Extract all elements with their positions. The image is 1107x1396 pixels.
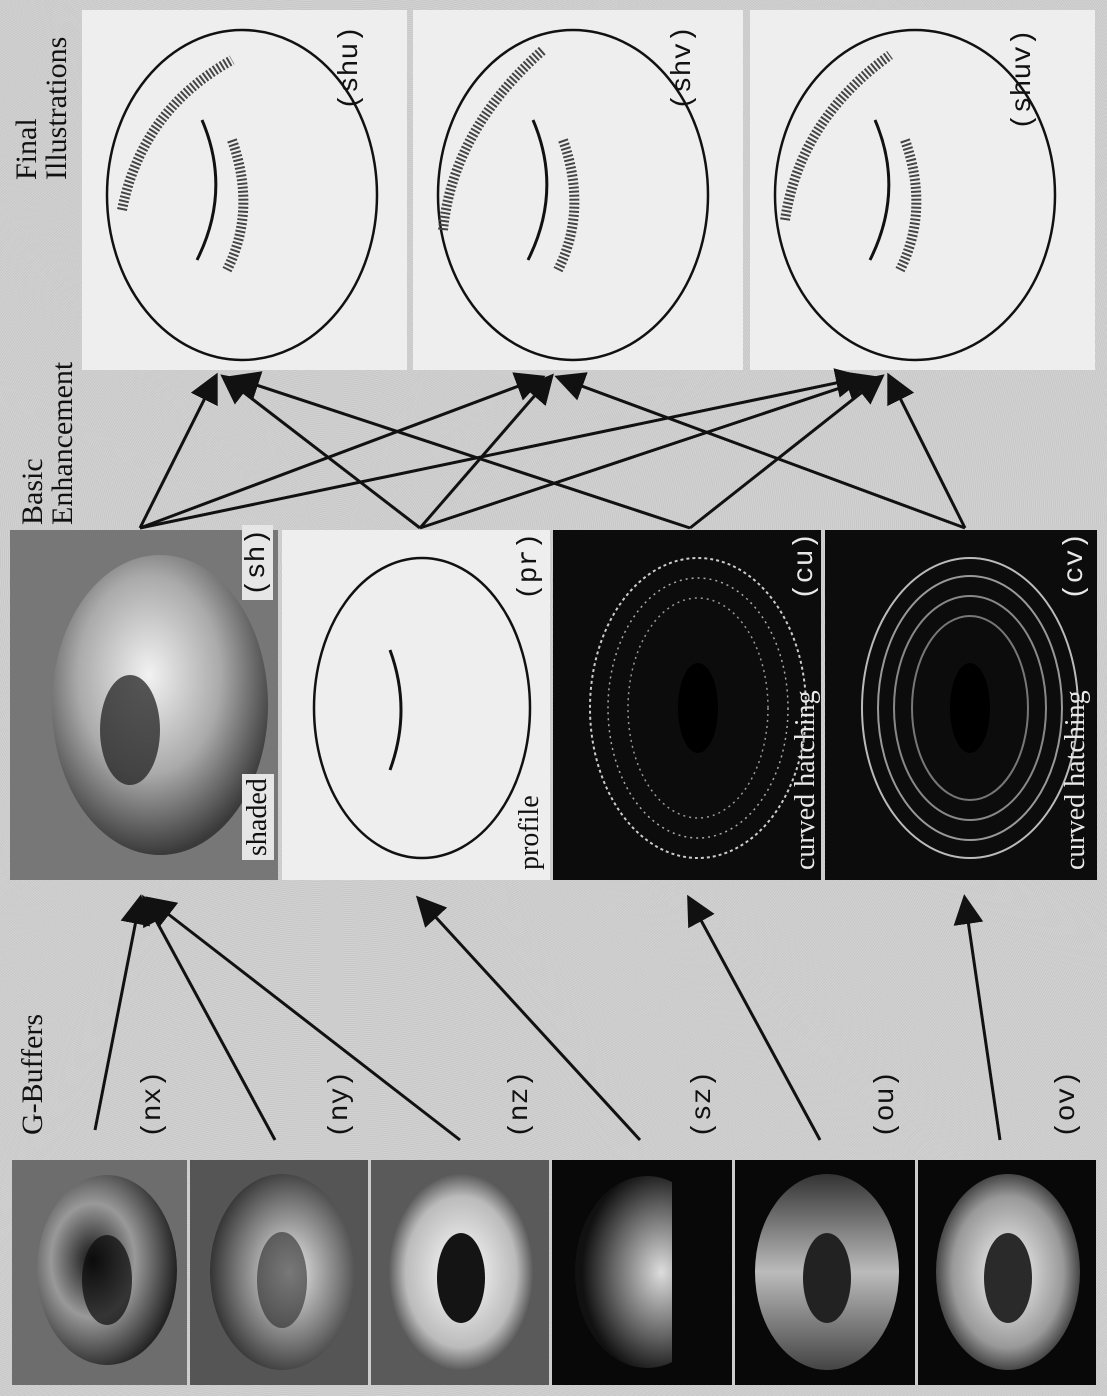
enhancement-text-profile: profile [514,795,546,870]
enhancement-tile-profile [282,530,550,880]
enhancement-text-shaded: shaded [242,774,274,860]
gbuffer-label-ou: (ou) [871,1071,902,1138]
enhancement-label-cu: (cu) [790,533,821,600]
gbuffer-label-nz: (nz) [505,1071,536,1138]
torus-image [282,530,550,880]
final-illustrations-header-line2: Illustrations [42,37,72,180]
gbuffer-tile-ov [918,1160,1096,1385]
enhancement-tile-cu [553,530,821,880]
enhancement-label-cv: (cv) [1060,533,1091,600]
enhancement-label-pr: (pr) [514,533,545,600]
enhancement-label-sh: (sh) [242,525,273,600]
torus-image [10,530,278,880]
final-label-shu: (shu) [335,26,366,110]
gbuffers-header: G-Buffers [18,1014,48,1135]
final-illustrations-header-line1: Final [12,118,42,180]
gbuffer-tile-ny [190,1160,368,1385]
torus-image [825,530,1097,880]
final-label-shuv: (shuv) [1008,29,1039,130]
gbuffer-tile-nx [12,1160,187,1385]
torus-image [553,530,821,880]
enhancement-tile-cv [825,530,1097,880]
gbuffer-tile-sz [552,1160,732,1385]
torus-image [750,10,1095,370]
torus-image [371,1160,549,1385]
enhancement-text-cv: curved hatching [1060,690,1092,870]
torus-image [552,1160,732,1385]
gbuffer-tile-ou [735,1160,915,1385]
final-tile-shuv [750,10,1095,370]
gbuffer-label-nx: (nx) [138,1071,169,1138]
enhancement-text-cu: curved hatching [790,690,822,870]
basic-enhancement-header-line1: Basic [18,458,48,525]
enhancement-tile-shaded [10,530,278,880]
gbuffer-tile-nz [371,1160,549,1385]
gbuffer-label-ny: (ny) [325,1071,356,1138]
basic-enhancement-header-line2: Enhancement [48,362,78,525]
torus-image [12,1160,187,1385]
gbuffer-label-ov: (ov) [1052,1071,1083,1138]
torus-image [735,1160,915,1385]
torus-image [190,1160,368,1385]
torus-image [918,1160,1096,1385]
gbuffer-label-sz: (sz) [688,1071,719,1138]
final-label-shv: (shv) [668,26,699,110]
